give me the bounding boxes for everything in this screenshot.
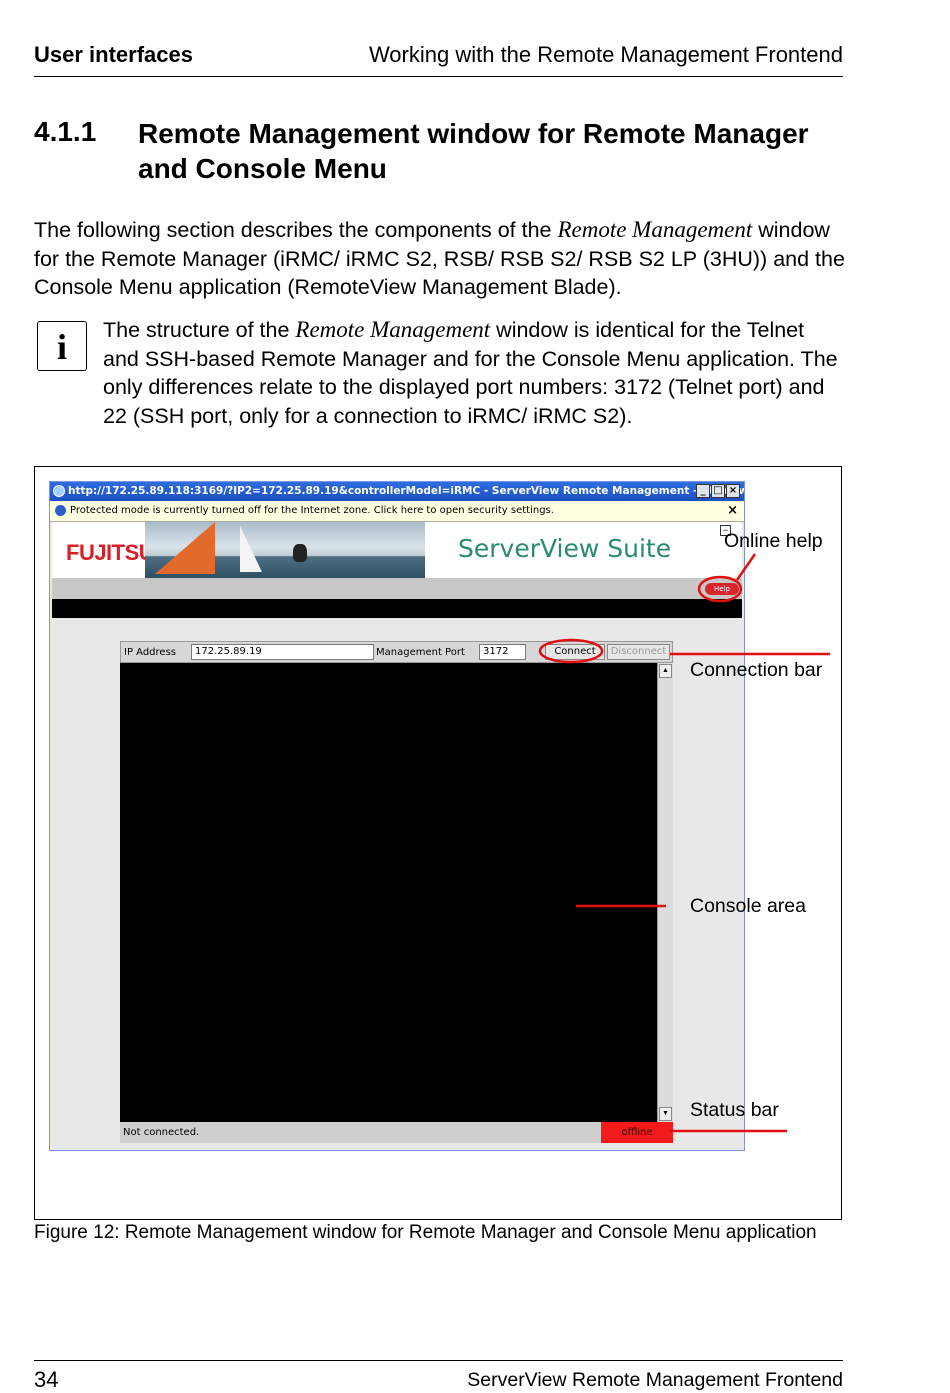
sailor-shape	[293, 544, 307, 562]
info-note: The structure of the Remote Management w…	[103, 316, 845, 430]
help-highlight-ellipse	[697, 575, 743, 603]
info-icon: i	[37, 321, 87, 371]
shield-icon	[55, 505, 66, 516]
help-button[interactable]: Help	[705, 583, 739, 595]
collapse-icon[interactable]: −	[720, 525, 731, 536]
window-title: http://172.25.89.118:3169/?IP2=172.25.89…	[68, 485, 745, 497]
security-infobar[interactable]: Protected mode is currently turned off f…	[50, 501, 744, 522]
window-titlebar: http://172.25.89.118:3169/?IP2=172.25.89…	[50, 482, 744, 501]
sail-shape	[155, 522, 215, 574]
note-emphasis: Remote Management	[295, 317, 491, 342]
callout-console-area: Console area	[690, 895, 806, 917]
console-scrollbar[interactable]: ▲ ▼	[657, 663, 673, 1122]
offline-indicator: offline	[601, 1122, 673, 1143]
status-text: Not connected.	[123, 1127, 200, 1138]
figure-frame	[34, 466, 842, 1220]
maximize-button[interactable]: □	[711, 484, 725, 498]
intro-text-1: The following section describes the comp…	[34, 218, 558, 242]
status-bar: Not connected. offline	[120, 1122, 673, 1143]
section-title: Remote Management window for Remote Mana…	[138, 118, 809, 184]
connect-highlight-ellipse	[538, 638, 604, 664]
note-text-2: window is identical for the Telnet and S…	[103, 318, 838, 428]
running-header-chapter: User interfaces	[34, 42, 193, 67]
header-rule	[34, 76, 843, 77]
minimize-button[interactable]: _	[696, 484, 710, 498]
scroll-up-icon[interactable]: ▲	[659, 664, 672, 678]
management-port-input[interactable]: 3172	[479, 644, 526, 660]
running-header-title: Working with the Remote Management Front…	[368, 42, 843, 67]
product-name: ServerView Suite	[458, 534, 672, 563]
callout-status-bar: Status bar	[690, 1099, 779, 1121]
browser-icon	[53, 485, 65, 497]
footer-rule	[34, 1360, 843, 1361]
intro-emphasis: Remote Management	[557, 217, 753, 242]
disconnect-button[interactable]: Disconnect	[607, 644, 670, 660]
page-number: 34	[34, 1367, 59, 1392]
management-port-label: Management Port	[376, 647, 465, 658]
note-text-1: The structure of the	[103, 318, 296, 342]
figure-caption: Figure 12: Remote Management window for …	[34, 1222, 817, 1243]
connect-button[interactable]: Connect	[545, 644, 605, 660]
ip-address-input[interactable]: 172.25.89.19	[191, 644, 374, 660]
online-help-leader	[735, 553, 757, 581]
callout-connection-bar: Connection bar	[690, 659, 823, 681]
applet-area: IP Address 172.25.89.19 Management Port …	[52, 618, 742, 1150]
close-window-button[interactable]: ×	[726, 484, 740, 498]
serverview-banner: FUJITSU ServerView Suite −	[52, 522, 742, 578]
section-number: 4.1.1	[34, 116, 97, 147]
ip-address-label: IP Address	[124, 647, 176, 658]
sailboat-shape	[240, 526, 262, 572]
infobar-close-icon[interactable]: ×	[727, 503, 738, 518]
intro-text-2: window for the Remote Manager (iRMC/ iRM…	[34, 218, 845, 299]
infobar-text: Protected mode is currently turned off f…	[70, 505, 554, 516]
intro-paragraph: The following section describes the comp…	[34, 216, 846, 302]
help-strip: Help	[52, 578, 742, 599]
callout-online-help: Online help	[724, 530, 823, 552]
fujitsu-logo: FUJITSU	[66, 540, 155, 565]
connection-bar: IP Address 172.25.89.19 Management Port …	[120, 641, 673, 663]
banner-photo	[145, 522, 425, 578]
console-area[interactable]	[120, 663, 657, 1122]
footer-title: ServerView Remote Management Frontend	[467, 1369, 843, 1391]
menu-bar	[52, 599, 742, 618]
scroll-down-icon[interactable]: ▼	[659, 1107, 672, 1121]
browser-window-screenshot: http://172.25.89.118:3169/?IP2=172.25.89…	[49, 481, 745, 1151]
